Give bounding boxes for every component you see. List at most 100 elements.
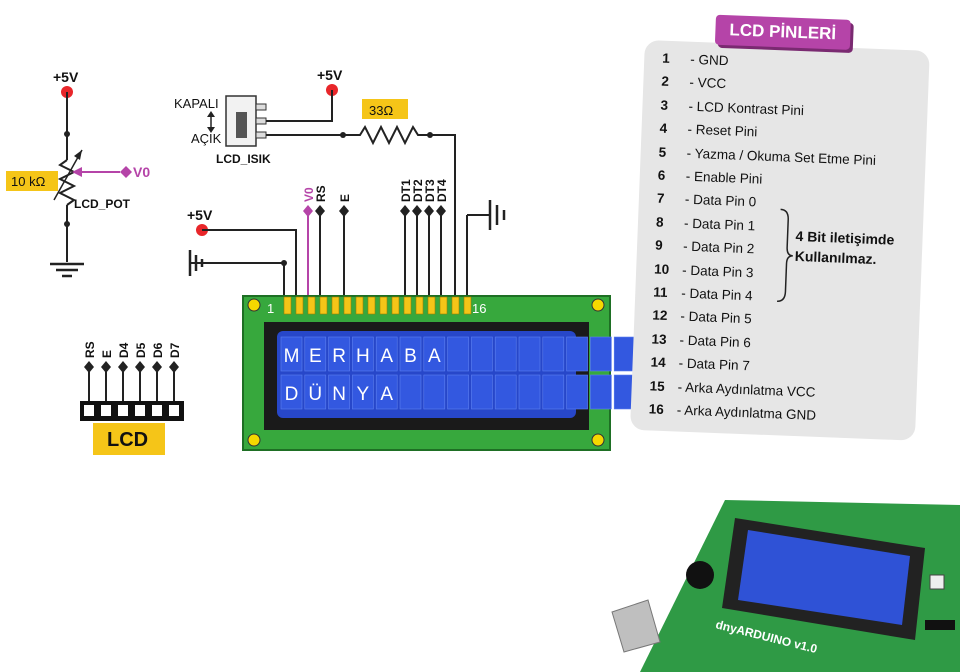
lcd-char: Y bbox=[357, 384, 370, 405]
pin-number: 9 bbox=[654, 237, 663, 254]
pin-row: 10- Data Pin 3 bbox=[654, 261, 754, 287]
connector-pin-marker bbox=[118, 361, 128, 373]
switch-on-label: AÇIK bbox=[191, 131, 222, 146]
connector-pin-marker bbox=[135, 361, 145, 373]
pot-value-tag bbox=[6, 171, 58, 191]
lcd-pin bbox=[343, 296, 352, 315]
lcd-char: D bbox=[285, 384, 299, 405]
pin-description: - Data Pin 1 bbox=[683, 215, 756, 234]
board-button bbox=[929, 574, 945, 590]
left-supply-label: +5V bbox=[187, 207, 213, 223]
pin-row: 2- VCC bbox=[661, 74, 726, 98]
pin-description: - GND bbox=[690, 51, 729, 69]
connector-pin-marker bbox=[101, 361, 111, 373]
pot-supply-label: +5V bbox=[53, 69, 79, 85]
tag-dt3: DT3 bbox=[423, 179, 437, 202]
lcd-cell bbox=[471, 336, 493, 372]
pin-description: - Data Pin 6 bbox=[679, 332, 752, 351]
pin-number: 12 bbox=[652, 307, 668, 324]
lcd-char: E bbox=[309, 346, 322, 367]
lcd-pin bbox=[415, 296, 424, 315]
lcd-cell bbox=[423, 374, 446, 410]
lcd-pin bbox=[427, 296, 436, 315]
lcd-cell bbox=[375, 374, 398, 410]
resistor-value-label: 33Ω bbox=[369, 103, 393, 118]
pin-description: - Data Pin 7 bbox=[678, 355, 751, 374]
lcd-char: Ü bbox=[308, 384, 322, 405]
tag-v0: V0 bbox=[302, 187, 316, 202]
signal-tags: V0 RS E DT1 DT2 DT3 DT4 bbox=[302, 179, 449, 298]
dev-board: dnyARDUINO v1.0 bbox=[611, 500, 960, 672]
tag-dt1: DT1 bbox=[399, 179, 413, 202]
pin-number: 15 bbox=[649, 378, 666, 394]
switch-name-label: LCD_ISIK bbox=[216, 152, 271, 166]
lcd-pin bbox=[379, 296, 388, 315]
lcd-char: H bbox=[356, 346, 370, 367]
pin-number: 16 bbox=[648, 401, 665, 417]
switch-off-label: KAPALI bbox=[174, 96, 219, 111]
lcd-pin bbox=[331, 296, 340, 315]
connector-pin-socket bbox=[101, 405, 111, 416]
connector-pin-socket bbox=[135, 405, 145, 416]
pin-description: - Enable Pini bbox=[685, 168, 763, 187]
pin-card-title: LCD PİNLERİ bbox=[714, 14, 851, 50]
connector-pin-label: D5 bbox=[134, 342, 148, 358]
lcd-pin-header bbox=[283, 296, 472, 315]
lcd-cell bbox=[399, 336, 422, 372]
lcd-cell bbox=[447, 336, 469, 372]
pin-number: 7 bbox=[656, 190, 665, 207]
pin-row: 1- GND bbox=[662, 51, 729, 76]
pin-row: 7- Data Pin 0 bbox=[656, 190, 757, 217]
pin-description: - Reset Pini bbox=[687, 121, 758, 140]
lcd-char: N bbox=[332, 384, 346, 405]
lcd-cell bbox=[328, 374, 350, 410]
lcd-cell bbox=[399, 374, 422, 410]
pin-description: - Data Pin 2 bbox=[682, 238, 755, 257]
board-buzzer bbox=[686, 561, 714, 589]
connector-body bbox=[80, 401, 184, 421]
pin-number: 14 bbox=[650, 354, 666, 371]
pin-description: - Data Pin 4 bbox=[681, 285, 753, 304]
lcd-cell bbox=[518, 374, 541, 410]
pin-row: 9 - Data Pin 2 bbox=[655, 238, 755, 264]
lcd-char: A bbox=[380, 346, 393, 367]
lcd-cell bbox=[590, 374, 612, 410]
lcd-cell bbox=[447, 374, 469, 410]
lcd-pin bbox=[283, 296, 292, 315]
connector-title: LCD bbox=[107, 429, 148, 451]
lcd-cell bbox=[566, 374, 588, 410]
connector-pin-marker bbox=[152, 361, 162, 373]
connector-pin-label: D7 bbox=[168, 342, 182, 358]
pin-row: 6 - Enable Pini bbox=[657, 167, 763, 194]
lcd-pin bbox=[319, 296, 328, 315]
lcd-cell bbox=[280, 336, 303, 372]
connector-pin-label: D4 bbox=[117, 342, 131, 358]
tag-dt2: DT2 bbox=[411, 179, 425, 202]
lcd-char: R bbox=[332, 346, 346, 367]
lcd-cell bbox=[542, 336, 565, 372]
data-pin-brace bbox=[777, 208, 793, 303]
lcd-cell bbox=[494, 336, 517, 372]
lcd-pin bbox=[307, 296, 316, 315]
lcd-pin-last-label: 16 bbox=[472, 301, 486, 316]
pin-row: 4- Reset Pini bbox=[659, 121, 758, 147]
pin-row: 12- Data Pin 5 bbox=[652, 308, 752, 334]
four-bit-note: 4 Bit iletişimde Kullanılmaz. bbox=[794, 226, 895, 270]
lcd-cell bbox=[542, 374, 565, 410]
lcd-cell bbox=[423, 336, 446, 372]
lcd-pin bbox=[463, 296, 472, 315]
tag-e: E bbox=[338, 194, 352, 202]
lcd-cell bbox=[304, 374, 327, 410]
connector-title-tag bbox=[93, 423, 165, 455]
connector-pin-label: D6 bbox=[151, 342, 165, 358]
lcd-char: A bbox=[380, 384, 393, 405]
pin-number: 11 bbox=[653, 284, 668, 301]
pin-row: 13- Data Pin 6 bbox=[651, 331, 751, 357]
pin-number: 3 bbox=[660, 97, 669, 113]
pin-number: 6 bbox=[657, 167, 666, 183]
lcd-char: M bbox=[284, 346, 300, 367]
